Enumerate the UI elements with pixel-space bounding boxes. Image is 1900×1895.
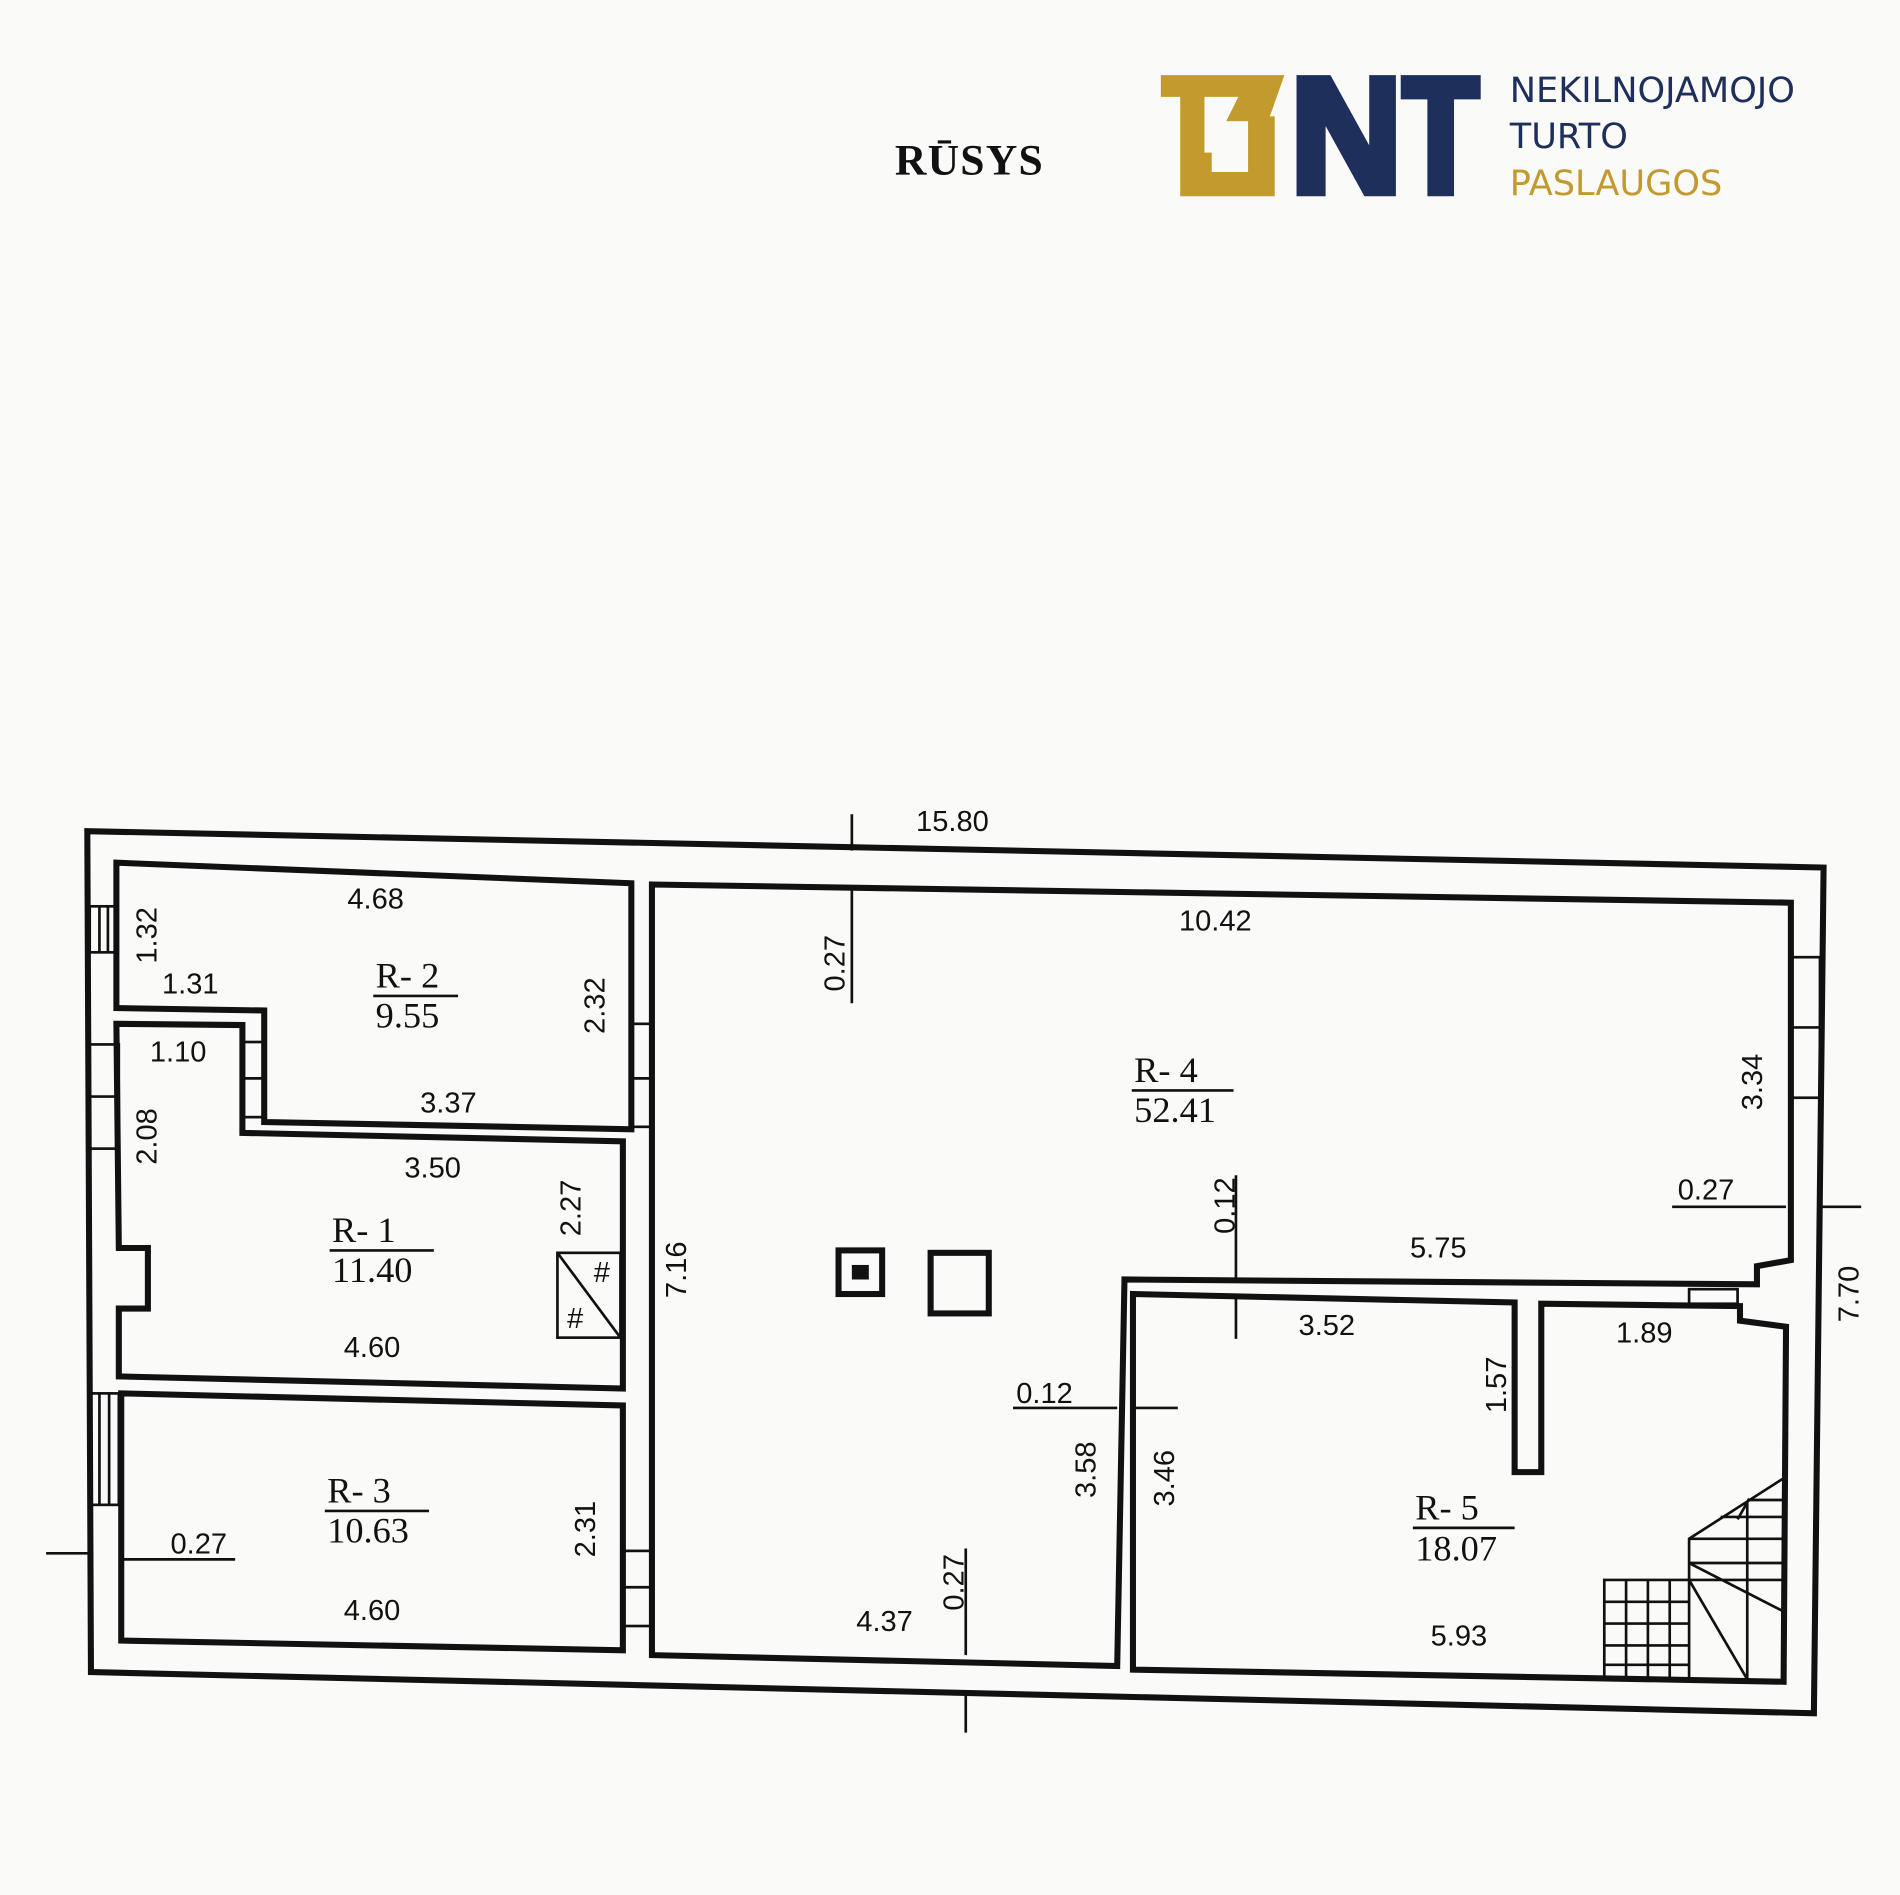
dim-label: 2.27 <box>555 1180 587 1237</box>
dim-label: 2.32 <box>580 977 612 1034</box>
svg-text:R- 1: R- 1 <box>332 1210 396 1250</box>
svg-text:9.55: 9.55 <box>376 995 440 1035</box>
room-label-r1: R- 1 11.40 <box>329 1210 434 1290</box>
svg-text:R- 3: R- 3 <box>327 1470 391 1510</box>
ventilation-shaft: ## <box>556 1251 622 1339</box>
dim-label: 3.37 <box>420 1087 477 1119</box>
dim-label: 4.60 <box>344 1332 401 1364</box>
dim-label: 0.27 <box>938 1554 970 1611</box>
logo-line-3: PASLAUGOS <box>1510 163 1723 204</box>
dim-label: 3.52 <box>1299 1310 1356 1342</box>
dim-label: 0.27 <box>820 935 852 992</box>
svg-text:18.07: 18.07 <box>1415 1529 1497 1569</box>
room-label-r5: R- 5 18.07 <box>1412 1487 1515 1569</box>
dim-label: 2.31 <box>570 1501 602 1558</box>
openings <box>88 904 1822 1628</box>
dim-label: 0.12 <box>1210 1177 1242 1234</box>
svg-text:11.40: 11.40 <box>332 1250 412 1290</box>
dim-label: 1.89 <box>1616 1317 1673 1349</box>
svg-text:R- 5: R- 5 <box>1415 1487 1479 1527</box>
logo-13-mark <box>1160 75 1285 197</box>
dim-label: 1.10 <box>150 1036 207 1068</box>
chimney <box>835 1247 992 1317</box>
dim-label: 3.46 <box>1149 1450 1181 1507</box>
dim-label: 5.75 <box>1410 1233 1467 1265</box>
dim-label: 7.70 <box>1834 1266 1866 1323</box>
dim-label: 4.60 <box>344 1595 401 1627</box>
room-r5-outline <box>1129 1290 1790 1685</box>
dim-label: 4.37 <box>856 1606 913 1638</box>
staircase <box>1602 1477 1785 1681</box>
company-logo: NEKILNOJAMOJO TURTO PASLAUGOS <box>1160 70 1795 204</box>
dim-label: 0.27 <box>1678 1175 1735 1207</box>
logo-line-1: NEKILNOJAMOJO <box>1510 70 1795 111</box>
room-label-r4: R- 4 52.41 <box>1131 1050 1234 1130</box>
room-r4-outline <box>648 881 1794 1670</box>
dim-label: 4.68 <box>347 884 404 916</box>
logo-t-mark <box>1400 75 1481 197</box>
dimension-lines <box>46 814 1862 1733</box>
outer-wall <box>84 828 1827 1717</box>
svg-text:R- 2: R- 2 <box>376 955 440 995</box>
dim-label: 1.31 <box>162 969 219 1001</box>
dim-label: 10.42 <box>1179 906 1252 938</box>
dim-label: 0.27 <box>170 1528 227 1560</box>
dim-label: 5.93 <box>1431 1620 1488 1652</box>
dim-label: 1.32 <box>131 907 163 964</box>
dim-label: 3.58 <box>1070 1441 1102 1498</box>
dim-label: 2.08 <box>131 1108 163 1165</box>
logo-n-mark <box>1296 75 1396 197</box>
svg-text:#: # <box>567 1303 584 1335</box>
dim-label: 0.12 <box>1016 1378 1073 1410</box>
svg-text:#: # <box>594 1257 611 1289</box>
svg-text:10.63: 10.63 <box>327 1510 409 1550</box>
dim-label: 1.57 <box>1481 1357 1513 1414</box>
dim-label: 3.34 <box>1737 1054 1769 1111</box>
dimension-labels: 15.80 4.68 1.31 1.10 3.37 3.50 4.60 0.27… <box>131 806 1865 1652</box>
dim-label: 7.16 <box>661 1242 693 1299</box>
plan-title: RŪSYS <box>895 136 1044 184</box>
room-r2-outline <box>113 859 635 1133</box>
logo-line-2: TURTO <box>1509 116 1628 157</box>
svg-text:52.41: 52.41 <box>1134 1090 1216 1130</box>
svg-text:R- 4: R- 4 <box>1134 1050 1198 1090</box>
dim-label: 3.50 <box>404 1153 461 1185</box>
dim-label: 15.80 <box>916 806 989 838</box>
room-label-r2: R- 2 9.55 <box>373 955 459 1035</box>
room-label-r3: R- 3 10.63 <box>324 1470 429 1550</box>
